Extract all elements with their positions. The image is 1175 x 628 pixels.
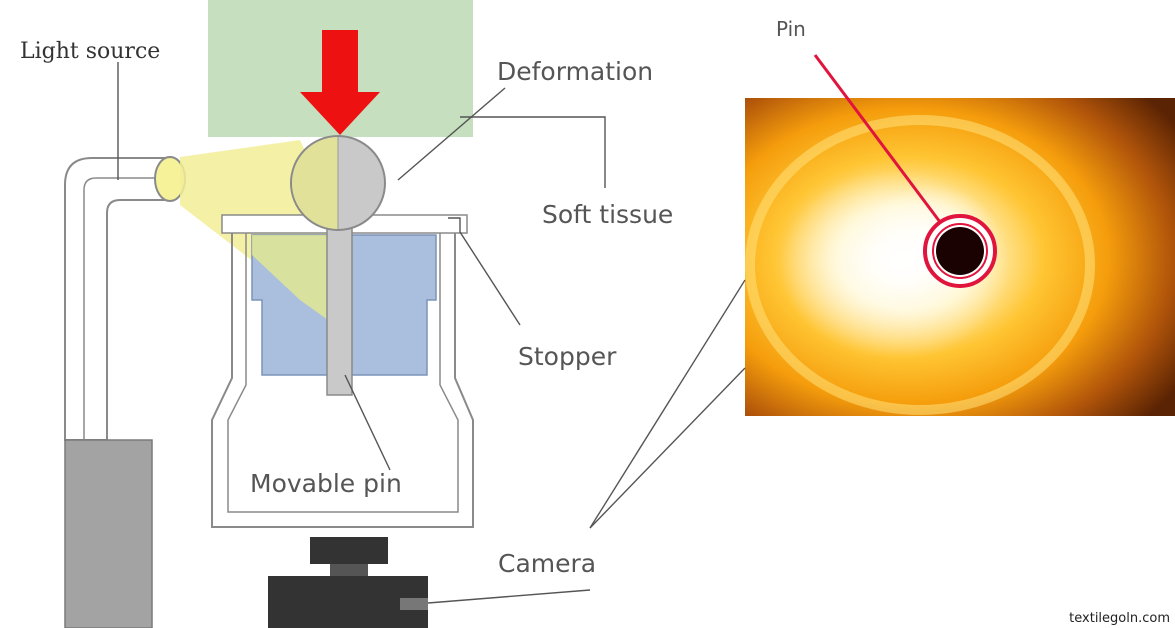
leader-stopper (448, 217, 521, 326)
camera-lens-ring (330, 564, 368, 576)
leader-lines (117, 62, 746, 604)
pin-marker-core (936, 227, 984, 275)
leader-soft-tissue (460, 116, 606, 188)
leader-camera-1 (589, 279, 746, 529)
light-guide-base (64, 439, 153, 628)
camera-lens-top (310, 537, 388, 564)
pin-ball-illuminated (292, 137, 338, 229)
leader-deformation (397, 87, 506, 181)
label-pin: Pin (776, 17, 806, 41)
label-deformation: Deformation (497, 57, 653, 86)
pin-marker-inner-ring (932, 223, 988, 279)
leader-camera-3 (427, 589, 591, 604)
label-soft-tissue: Soft tissue (542, 200, 673, 229)
leader-camera-2 (589, 367, 746, 529)
leader-movable-pin (344, 374, 391, 471)
light-beam-overlay (252, 235, 342, 330)
pin-pointer-line (813, 54, 942, 223)
light-guide-inner-line (83, 177, 165, 440)
label-movable-pin: Movable pin (250, 469, 402, 498)
housing-outline (211, 233, 474, 528)
label-camera: Camera (498, 549, 596, 578)
light-guide-tube (64, 157, 166, 441)
camera-port (400, 598, 428, 610)
label-light-source: Light source (20, 39, 160, 64)
force-arrow (300, 30, 380, 135)
housing-inner-outline (227, 233, 459, 513)
movable-pin-shaft (326, 224, 353, 396)
label-stopper: Stopper (518, 342, 617, 371)
watermark-text: textilegoln.com (1069, 611, 1170, 626)
